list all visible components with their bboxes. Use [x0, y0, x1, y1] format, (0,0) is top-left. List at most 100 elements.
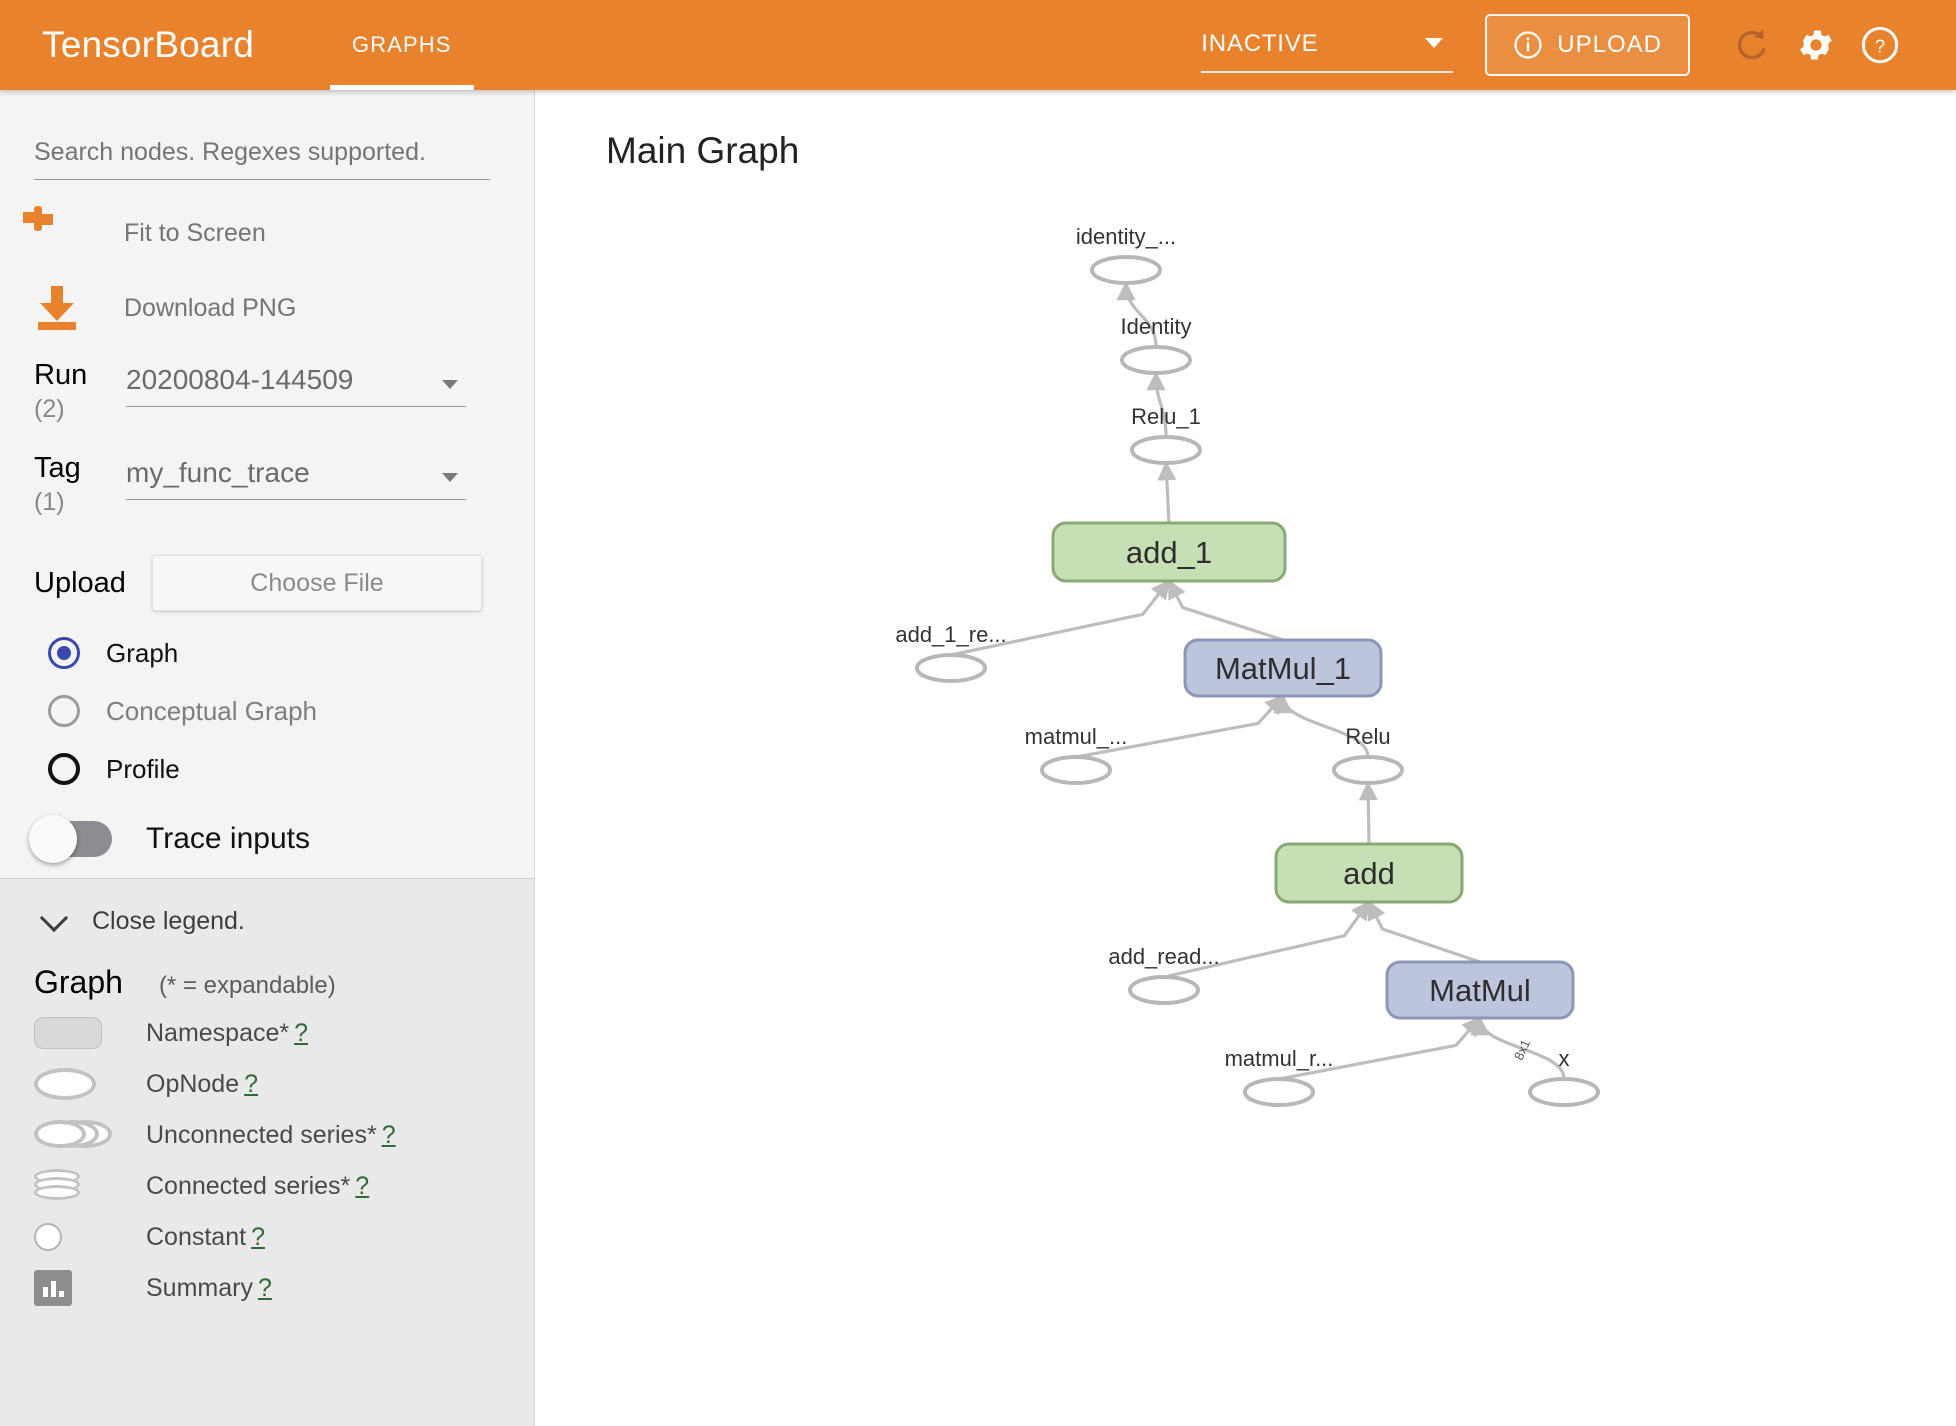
graph-node-label: add_1_re...: [895, 622, 1006, 647]
help-link[interactable]: ?: [355, 1171, 370, 1200]
namespace-shape: [1183, 638, 1383, 698]
run-label: Run: [34, 359, 88, 391]
run-label-group: Run (2): [34, 360, 126, 423]
graph-node-label: x: [1559, 1046, 1570, 1071]
help-link[interactable]: ?: [257, 1273, 272, 1302]
toggle-trace-inputs-label: Trace inputs: [146, 822, 310, 856]
download-png-button[interactable]: Download PNG: [34, 286, 534, 330]
opnode-icon: [34, 1068, 146, 1100]
tab-graphs[interactable]: GRAPHS: [330, 0, 474, 90]
graph-edge: [1470, 1016, 1566, 1080]
help-icon: ?: [1861, 26, 1899, 64]
graph-edge: [1167, 579, 1284, 642]
toggle-trace-inputs[interactable]: Trace inputs: [29, 815, 534, 864]
legend-connected-series-label: Connected series*: [146, 1171, 351, 1200]
help-link[interactable]: ?: [294, 1018, 309, 1047]
graph-node-x[interactable]: x: [1528, 1046, 1600, 1107]
toggle-trace-inputs-switch: [29, 815, 112, 864]
graph-edge: [1358, 781, 1378, 845]
opnode-shape: [1128, 975, 1200, 1005]
graph-node-add[interactable]: add: [1274, 842, 1464, 904]
graph-node-add_1_read[interactable]: add_1_re...: [895, 622, 1007, 683]
graph-node-label: Relu_1: [1131, 404, 1201, 429]
help-link[interactable]: ?: [244, 1069, 259, 1098]
graph-edge: [1116, 281, 1158, 348]
tag-select-value: my_func_trace: [126, 456, 310, 488]
close-legend-label: Close legend.: [92, 907, 245, 935]
legend-item-opnode: OpNode?: [34, 1065, 534, 1103]
close-legend-button[interactable]: Close legend.: [39, 903, 534, 936]
legend-header: Graph (* = expandable): [34, 964, 534, 1001]
graph-edge: [1146, 371, 1168, 438]
legend-title: Graph: [34, 964, 123, 1000]
legend-constant-label: Constant: [146, 1222, 247, 1251]
legend-expandable-note: (* = expandable): [158, 972, 336, 999]
opnode-shape: [915, 653, 987, 683]
legend-namespace-label: Namespace*: [146, 1018, 290, 1047]
run-status-select[interactable]: INACTIVE: [1201, 17, 1454, 73]
upload-button[interactable]: UPLOAD: [1485, 14, 1690, 76]
graph-node-label: add_read...: [1108, 944, 1219, 969]
radio-graph[interactable]: Graph: [48, 637, 534, 670]
opnode-shape: [1090, 255, 1162, 285]
graph-node-Identity[interactable]: Identity: [1120, 314, 1192, 375]
graph-node-MatMul_1[interactable]: MatMul_1: [1183, 638, 1383, 698]
radio-profile-label: Profile: [106, 753, 180, 784]
graph-node-add_read[interactable]: add_read...: [1108, 944, 1220, 1005]
graph-node-Relu_1[interactable]: Relu_1: [1130, 404, 1202, 465]
radio-conceptual-graph-label: Conceptual Graph: [106, 695, 318, 726]
graph-edge: [1273, 694, 1370, 758]
nav-tabs: GRAPHS: [330, 0, 474, 90]
search-input[interactable]: [34, 138, 490, 180]
connected-series-icon: [34, 1169, 146, 1203]
graph-node-label: Relu: [1345, 724, 1390, 749]
graph-node-label: Identity: [1121, 314, 1192, 339]
settings-button[interactable]: [1784, 13, 1848, 77]
graph-node-matmul_read1[interactable]: matmul_...: [1025, 724, 1128, 785]
fit-to-screen-label: Fit to Screen: [124, 218, 266, 247]
choose-file-button[interactable]: Choose File: [152, 555, 482, 612]
opnode-shape: [1040, 755, 1112, 785]
refresh-button[interactable]: [1720, 13, 1784, 77]
opnode-shape: [1120, 345, 1192, 375]
radio-graph-indicator: [48, 637, 80, 670]
legend-item-connected-series: Connected series*?: [34, 1167, 534, 1205]
tag-count: (1): [34, 488, 65, 517]
radio-conceptual-graph-indicator: [48, 695, 80, 728]
gear-icon: [1800, 30, 1832, 60]
sidebar: Fit to Screen Download PNG Run (2) 20200…: [0, 90, 535, 1426]
download-icon: [34, 286, 80, 330]
run-select[interactable]: 20200804-144509: [126, 364, 466, 407]
graph-node-label: MatMul_1: [1215, 651, 1351, 686]
legend-opnode-label: OpNode: [146, 1069, 240, 1098]
graph-edges: 8x1: [950, 281, 1566, 1081]
tag-select[interactable]: my_func_trace: [126, 457, 466, 500]
run-selector-row: Run (2) 20200804-144509: [34, 360, 534, 423]
graph-node-add_1[interactable]: add_1: [1051, 521, 1287, 583]
graph-node-Relu[interactable]: Relu: [1332, 724, 1404, 785]
help-button[interactable]: ?: [1848, 13, 1912, 77]
upload-label: Upload: [34, 567, 126, 600]
namespace-shape: [1385, 960, 1575, 1020]
radio-profile[interactable]: Profile: [48, 753, 534, 786]
edge-label: 8x1: [1511, 1037, 1533, 1062]
graph-node-label: identity_...: [1076, 224, 1176, 249]
graph-node-matmul_read[interactable]: matmul_r...: [1225, 1046, 1334, 1107]
top-app-bar: TensorBoard GRAPHS INACTIVE UPLOAD: [0, 0, 1956, 90]
legend-item-summary: Summary?: [34, 1269, 534, 1307]
fit-to-screen-button[interactable]: Fit to Screen: [34, 206, 534, 256]
svg-text:?: ?: [1875, 36, 1885, 57]
graph-node-MatMul[interactable]: MatMul: [1385, 960, 1575, 1020]
help-link[interactable]: ?: [381, 1120, 396, 1149]
opnode-shape: [1528, 1077, 1600, 1107]
tag-label: Tag: [34, 451, 81, 484]
help-link[interactable]: ?: [251, 1222, 265, 1251]
legend-item-namespace: Namespace*?: [34, 1014, 534, 1052]
radio-conceptual-graph[interactable]: Conceptual Graph: [48, 695, 534, 728]
graph-node-identity_out[interactable]: identity_...: [1076, 224, 1176, 285]
graph-node-label: matmul_...: [1025, 724, 1128, 749]
run-select-value: 20200804-144509: [126, 364, 354, 395]
